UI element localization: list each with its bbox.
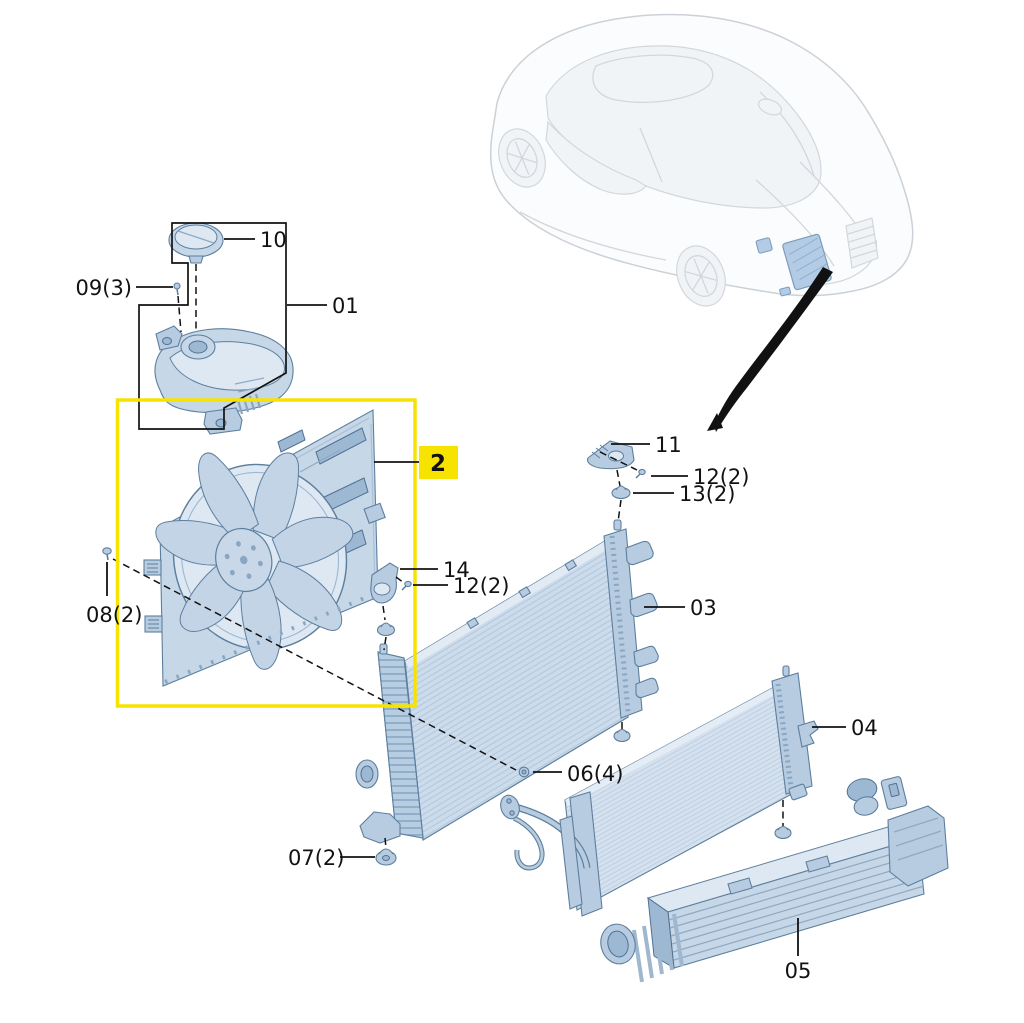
left-grommet-part (376, 622, 396, 637)
upper-bracket-part (586, 440, 646, 523)
label-05: 05 (785, 959, 812, 983)
label-08: 08(2) (86, 603, 142, 627)
lower-screw-part (518, 766, 530, 778)
condenser-lower-grommet (774, 825, 792, 840)
expansion-tank-part (138, 222, 294, 435)
car-front-wheel (676, 245, 726, 307)
highlight-box (115, 398, 417, 708)
label-13: 13(2) (679, 482, 735, 506)
expansion-tank-cap-part (168, 222, 224, 264)
location-arrow (714, 267, 833, 432)
label-14: 14 (443, 558, 470, 582)
intercooler-part (600, 776, 949, 983)
radiator-part (355, 519, 659, 844)
left-screw-part (401, 580, 412, 591)
fan-shroud-part (143, 409, 386, 687)
condenser-hook (797, 720, 819, 748)
condenser-pipe-assembly (500, 794, 591, 910)
car-sunroof (592, 54, 714, 103)
bottom-grommet-part (375, 848, 397, 866)
ghost-car-illustration (489, 13, 914, 432)
label-01: 01 (332, 294, 359, 318)
label-06: 06(4) (567, 762, 623, 786)
label-12-left: 12(2) (453, 574, 509, 598)
tank-screw (173, 282, 181, 296)
left-bracket-part (370, 562, 412, 651)
upper-grommet-part (611, 485, 631, 500)
label-12-top: 12(2) (693, 465, 749, 489)
highlight-badge (419, 446, 458, 479)
radiator-lower-grommet (613, 728, 631, 743)
car-grille (845, 217, 879, 269)
part-01-outline (138, 222, 287, 430)
label-04: 04 (851, 716, 878, 740)
label-07: 07(2) (288, 846, 344, 870)
label-03: 03 (690, 596, 717, 620)
highlight-badge-label: 2 (430, 451, 446, 477)
car-rear-wheel (498, 128, 546, 188)
location-arrow-head (707, 413, 723, 431)
shroud-screw-part (102, 547, 112, 561)
car-mirror (757, 98, 783, 116)
label-09: 09(3) (76, 276, 132, 300)
car-side-window (545, 120, 647, 195)
label-11: 11 (655, 433, 682, 457)
label-10: 10 (260, 228, 287, 252)
upper-screw-part (635, 468, 646, 479)
labels-layer: 10 09(3) 01 11 12(2) 13(2) 14 12(2) 03 0… (76, 228, 878, 983)
